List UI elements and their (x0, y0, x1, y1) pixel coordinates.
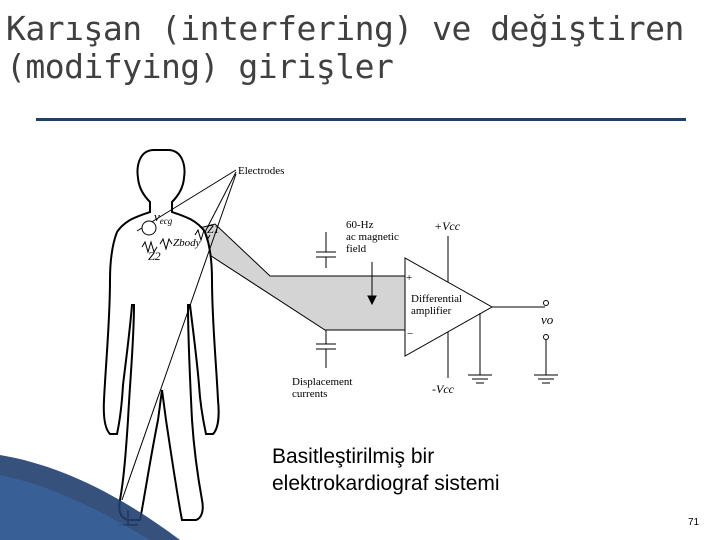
field-label-line2: ac magnetic (346, 231, 399, 243)
field-capacitor-top (316, 232, 336, 268)
vecg-label: vecg (154, 209, 173, 226)
differential-amplifier (404, 257, 494, 357)
decorative-wave (0, 455, 180, 540)
vcc-neg-label: -Vcc (432, 382, 455, 396)
output-terminal (543, 300, 549, 306)
slide-title: Karışan (interfering) ve değiştiren (mod… (6, 9, 684, 86)
ecg-source-symbol (141, 220, 157, 236)
zbody-resistor (159, 237, 173, 251)
vo-label: vo (541, 312, 554, 327)
field-capacitor-bottom (316, 330, 336, 368)
caption: Basitleştirilmiş bir elektrokardiograf s… (272, 443, 500, 497)
amp-minus-label: − (407, 328, 413, 340)
z1-label: Z1 (207, 222, 220, 236)
amp-label-line2: amplifier (411, 305, 452, 317)
displacement-label-line1: Displacement (292, 376, 352, 388)
z2-resistor (141, 240, 158, 254)
title-underline (36, 118, 686, 121)
z1-resistor (194, 228, 211, 242)
electrode-leads (121, 169, 237, 501)
z2-label: Z2 (148, 249, 161, 263)
field-label-line1: 60-Hz (346, 219, 374, 231)
amp-label-line1: Differential (411, 293, 462, 305)
output-ground-symbol (534, 374, 558, 384)
electrodes-label: Electrodes (238, 165, 284, 177)
amp-ground-symbol (468, 374, 492, 384)
vcc-pos-label: +Vcc (434, 219, 461, 233)
caption-line2: elektrokardiograf sistemi (272, 472, 500, 495)
amp-plus-label: + (406, 272, 412, 284)
field-label-line3: field (346, 243, 367, 255)
vecg-symbol: v (154, 209, 160, 224)
magnetic-field-arrow (367, 262, 377, 306)
displacement-label-line2: currents (292, 388, 327, 400)
output-ground-terminal (543, 334, 549, 340)
page-number: 71 (688, 517, 700, 528)
human-body-figure (102, 149, 220, 521)
vecg-subscript: ecg (160, 216, 173, 226)
caption-line1: Basitleştirilmiş bir (272, 445, 435, 468)
zbody-label: Zbody (173, 237, 201, 249)
